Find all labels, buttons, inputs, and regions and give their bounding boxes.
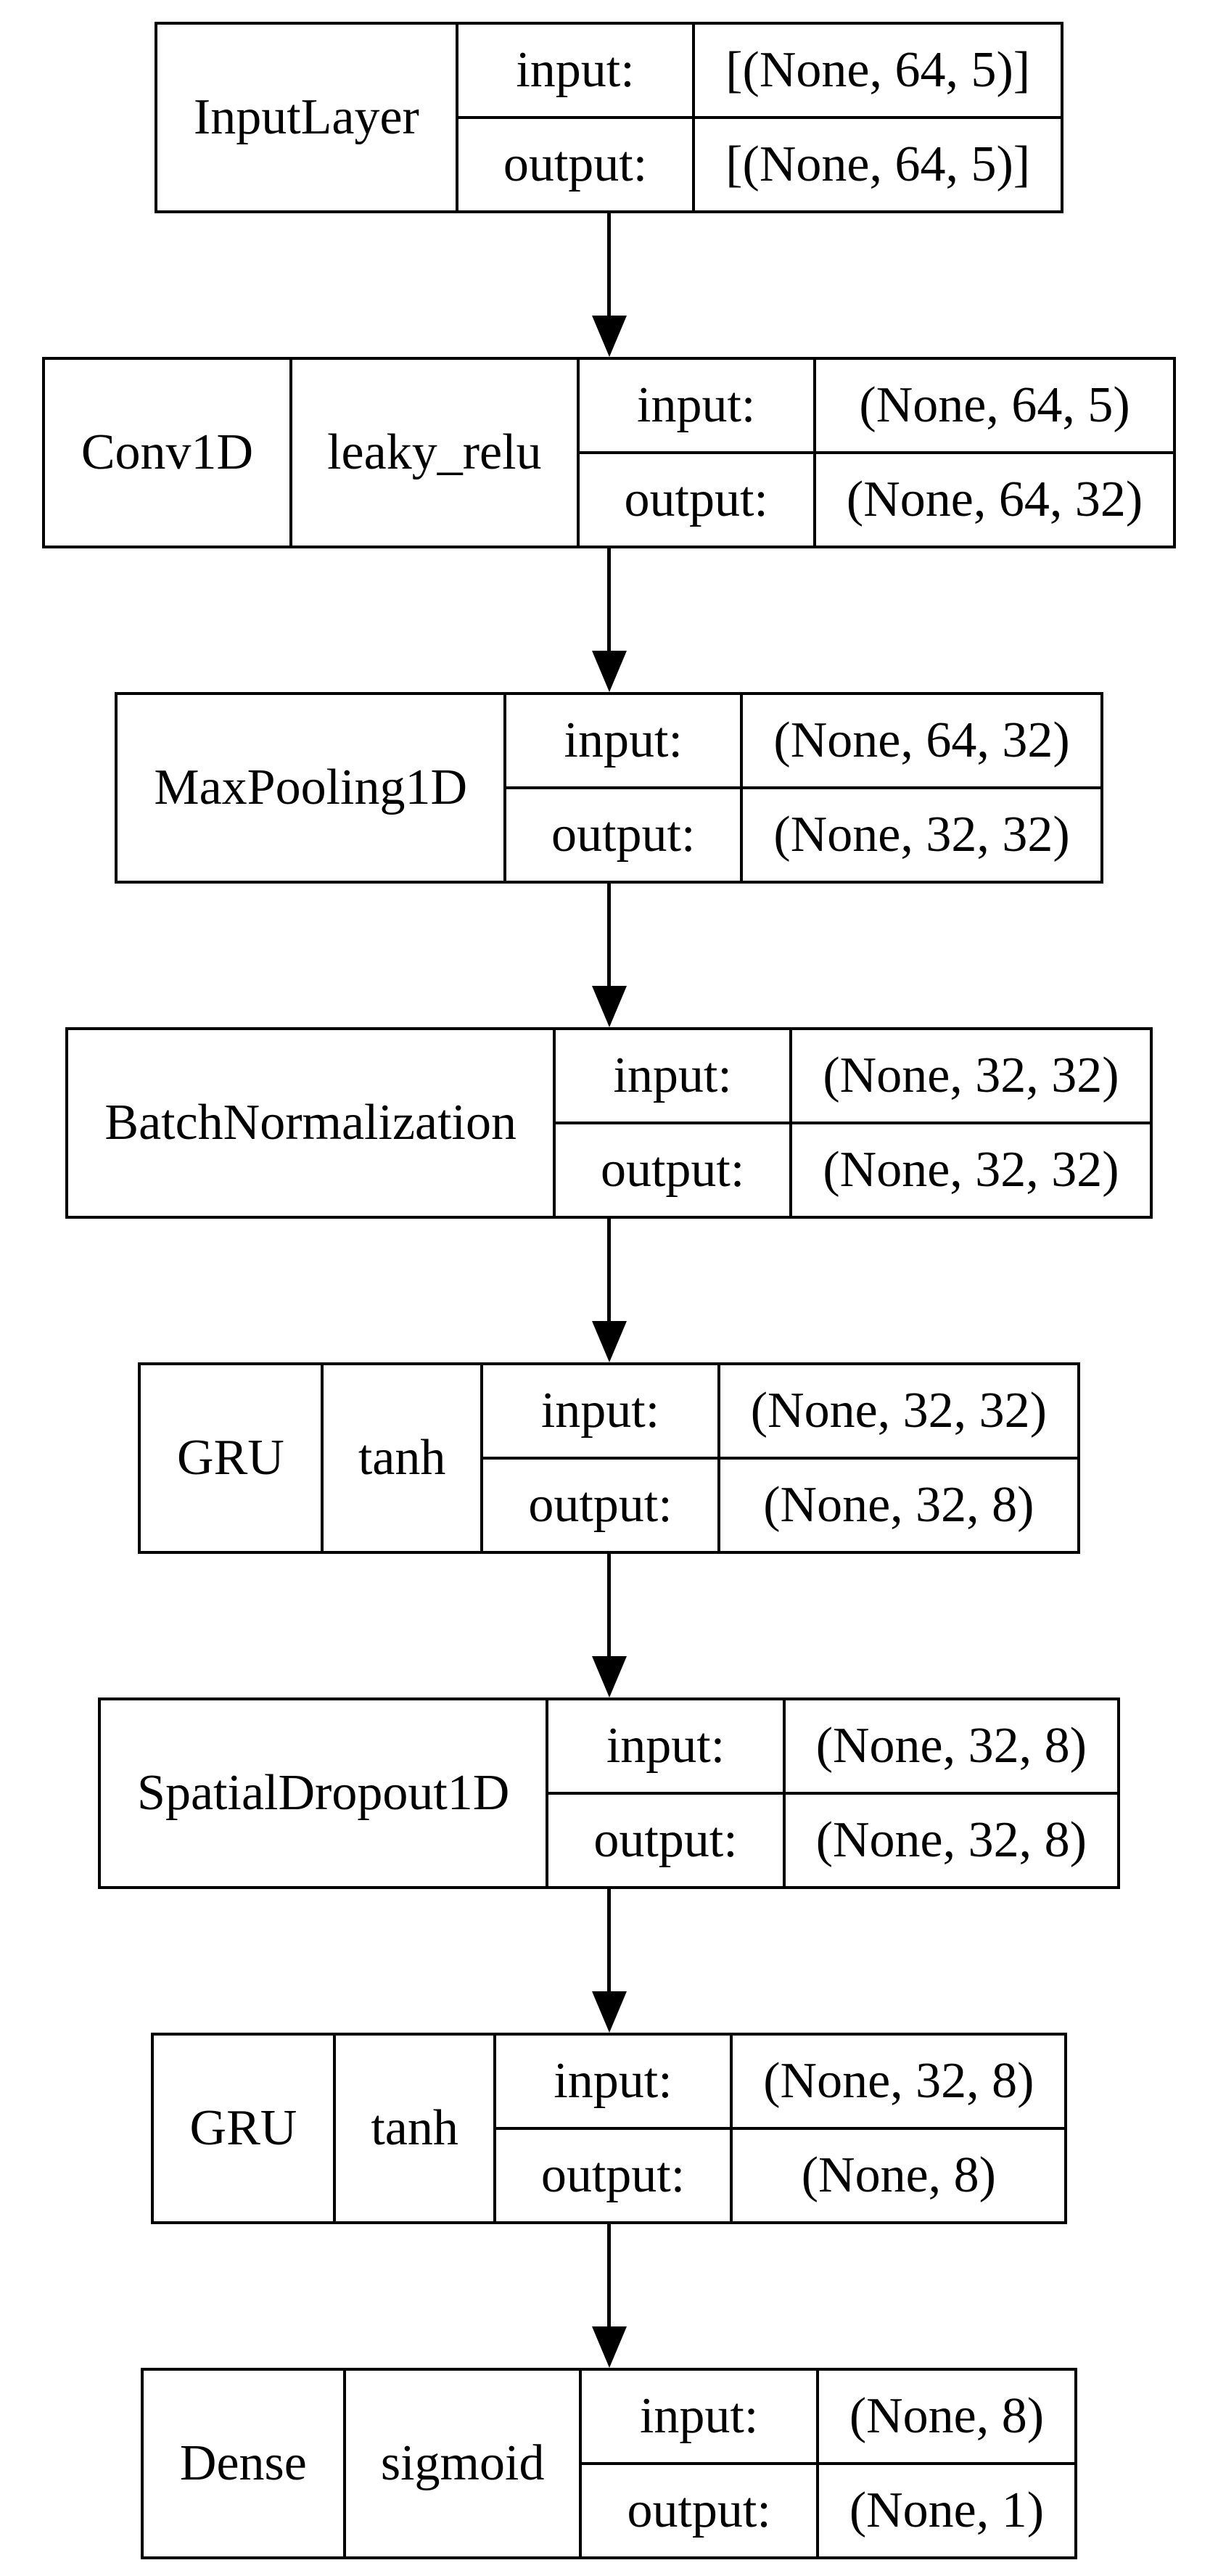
layer-node-gru-1: GRU tanh input: (None, 32, 32) output: (… <box>138 1362 1080 1554</box>
input-shape: (None, 32, 32) <box>717 1362 1080 1460</box>
edge-arrow <box>591 213 627 357</box>
output-label: output: <box>503 786 744 884</box>
layer-node-spatialdropout1d: SpatialDropout1D input: (None, 32, 8) ou… <box>98 1698 1120 1889</box>
input-shape: (None, 32, 8) <box>782 1698 1120 1795</box>
layer-node-maxpooling1d: MaxPooling1D input: (None, 64, 32) outpu… <box>115 692 1103 884</box>
arrowhead-down-icon <box>591 2326 627 2368</box>
arrowhead-down-icon <box>591 986 627 1027</box>
input-label: input: <box>455 22 696 119</box>
edge-line <box>607 884 611 986</box>
input-shape: (None, 64, 5) <box>812 357 1177 454</box>
output-label: output: <box>546 1792 786 1889</box>
input-shape: (None, 32, 8) <box>730 2033 1068 2130</box>
edge-arrow <box>591 548 627 692</box>
arrowhead-down-icon <box>591 651 627 692</box>
layer-node-gru-2: GRU tanh input: (None, 32, 8) output: (N… <box>150 2033 1068 2224</box>
output-shape: (None, 1) <box>815 2462 1078 2559</box>
layer-name: GRU <box>150 2033 337 2224</box>
edge-line <box>607 548 611 651</box>
layer-name: GRU <box>138 1362 324 1554</box>
arrowhead-down-icon <box>591 316 627 357</box>
edge-line <box>607 1219 611 1321</box>
output-shape: (None, 64, 32) <box>812 451 1177 548</box>
edge-arrow <box>591 1554 627 1698</box>
output-shape: [(None, 64, 5)] <box>692 116 1064 213</box>
layer-name: BatchNormalization <box>65 1027 556 1219</box>
edge-line <box>607 1554 611 1656</box>
edge-line <box>607 2224 611 2326</box>
layer-activation: sigmoid <box>342 2368 583 2559</box>
output-label: output: <box>480 1457 720 1554</box>
edge-arrow <box>591 2224 627 2368</box>
arrowhead-down-icon <box>591 1991 627 2033</box>
output-label: output: <box>493 2127 733 2224</box>
input-label: input: <box>503 692 744 789</box>
arrowhead-down-icon <box>591 1656 627 1698</box>
edge-arrow <box>591 1219 627 1362</box>
layer-activation: leaky_relu <box>289 357 580 548</box>
output-shape: (None, 8) <box>730 2127 1068 2224</box>
output-label: output: <box>552 1122 793 1219</box>
layer-name: Conv1D <box>41 357 293 548</box>
input-label: input: <box>576 357 816 454</box>
input-shape: (None, 64, 32) <box>740 692 1103 789</box>
layer-activation: tanh <box>320 1362 484 1554</box>
input-label: input: <box>546 1698 786 1795</box>
output-label: output: <box>576 451 816 548</box>
input-label: input: <box>579 2368 819 2465</box>
input-label: input: <box>552 1027 793 1124</box>
input-label: input: <box>480 1362 720 1460</box>
output-shape: (None, 32, 8) <box>782 1792 1120 1889</box>
input-shape: (None, 8) <box>815 2368 1078 2465</box>
output-shape: (None, 32, 32) <box>789 1122 1153 1219</box>
input-shape: [(None, 64, 5)] <box>692 22 1064 119</box>
layer-node-dense: Dense sigmoid input: (None, 8) output: (… <box>140 2368 1078 2559</box>
layer-name: InputLayer <box>154 22 458 213</box>
edge-line <box>607 213 611 316</box>
layer-name: SpatialDropout1D <box>98 1698 549 1889</box>
layer-activation: tanh <box>333 2033 496 2224</box>
output-shape: (None, 32, 8) <box>717 1457 1080 1554</box>
arrowhead-down-icon <box>591 1321 627 1362</box>
layer-node-batchnormalization: BatchNormalization input: (None, 32, 32)… <box>65 1027 1153 1219</box>
layer-node-conv1d: Conv1D leaky_relu input: (None, 64, 5) o… <box>41 357 1177 548</box>
edge-arrow <box>591 1889 627 2033</box>
layer-name: Dense <box>140 2368 346 2559</box>
output-label: output: <box>455 116 696 213</box>
output-shape: (None, 32, 32) <box>740 786 1103 884</box>
edge-arrow <box>591 884 627 1027</box>
edge-line <box>607 1889 611 1991</box>
layer-name: MaxPooling1D <box>115 692 507 884</box>
input-shape: (None, 32, 32) <box>789 1027 1153 1124</box>
input-label: input: <box>493 2033 733 2130</box>
output-label: output: <box>579 2462 819 2559</box>
layer-node-inputlayer: InputLayer input: [(None, 64, 5)] output… <box>154 22 1064 213</box>
